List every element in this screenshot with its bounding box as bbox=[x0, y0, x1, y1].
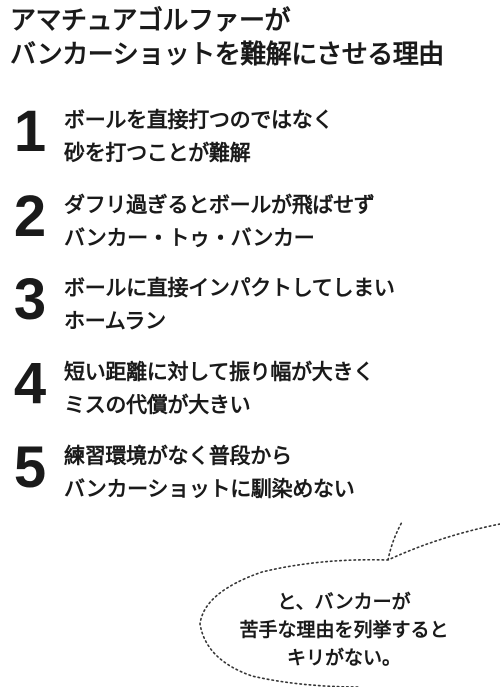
bubble-line: と、バンカーが bbox=[277, 591, 411, 613]
reason-line: ボールに直接インパクトしてしまい bbox=[64, 276, 395, 300]
title-line-1: アマチュアゴルファーが bbox=[10, 6, 290, 36]
reason-text: ダフリ過ぎるとボールが飛ばせず バンカー・トゥ・バンカー bbox=[64, 189, 494, 255]
reason-number: 4 bbox=[13, 351, 47, 416]
reason-line: ダフリ過ぎるとボールが飛ばせず bbox=[64, 193, 375, 217]
reason-line: 練習環境がなく普段から bbox=[64, 444, 292, 468]
reason-text: ボールに直接インパクトしてしまい ホームラン bbox=[64, 272, 494, 338]
reason-number: 5 bbox=[13, 435, 47, 500]
page-title: アマチュアゴルファーが バンカーショットを難解にさせる理由 bbox=[10, 4, 494, 72]
reason-line: ホームラン bbox=[64, 309, 166, 333]
reason-number: 3 bbox=[13, 267, 47, 332]
reason-line: 短い距離に対して振り幅が大きく bbox=[64, 360, 374, 384]
bubble-line: 苦手な理由を列挙すると bbox=[239, 619, 449, 641]
reason-line: バンカー・トゥ・バンカー bbox=[64, 226, 315, 250]
reason-line: バンカーショットに馴染めない bbox=[64, 477, 355, 501]
speech-bubble-outline bbox=[199, 521, 500, 687]
reason-line: ボールを直接打つのではなく bbox=[64, 108, 334, 132]
reason-number: 1 bbox=[13, 99, 47, 164]
reason-number: 2 bbox=[13, 184, 47, 249]
bubble-line: キリがない。 bbox=[286, 647, 401, 669]
reason-text: 練習環境がなく普段から バンカーショットに馴染めない bbox=[64, 440, 494, 506]
speech-bubble-text: と、バンカーが 苦手な理由を列挙すると キリがない。 bbox=[204, 588, 484, 672]
reason-text: 短い距離に対して振り幅が大きく ミスの代償が大きい bbox=[64, 356, 494, 422]
reason-line: 砂を打つことが難解 bbox=[64, 141, 251, 165]
title-line-2: バンカーショットを難解にさせる理由 bbox=[10, 40, 444, 70]
reason-line: ミスの代償が大きい bbox=[64, 393, 251, 417]
reason-text: ボールを直接打つのではなく 砂を打つことが難解 bbox=[64, 104, 494, 170]
